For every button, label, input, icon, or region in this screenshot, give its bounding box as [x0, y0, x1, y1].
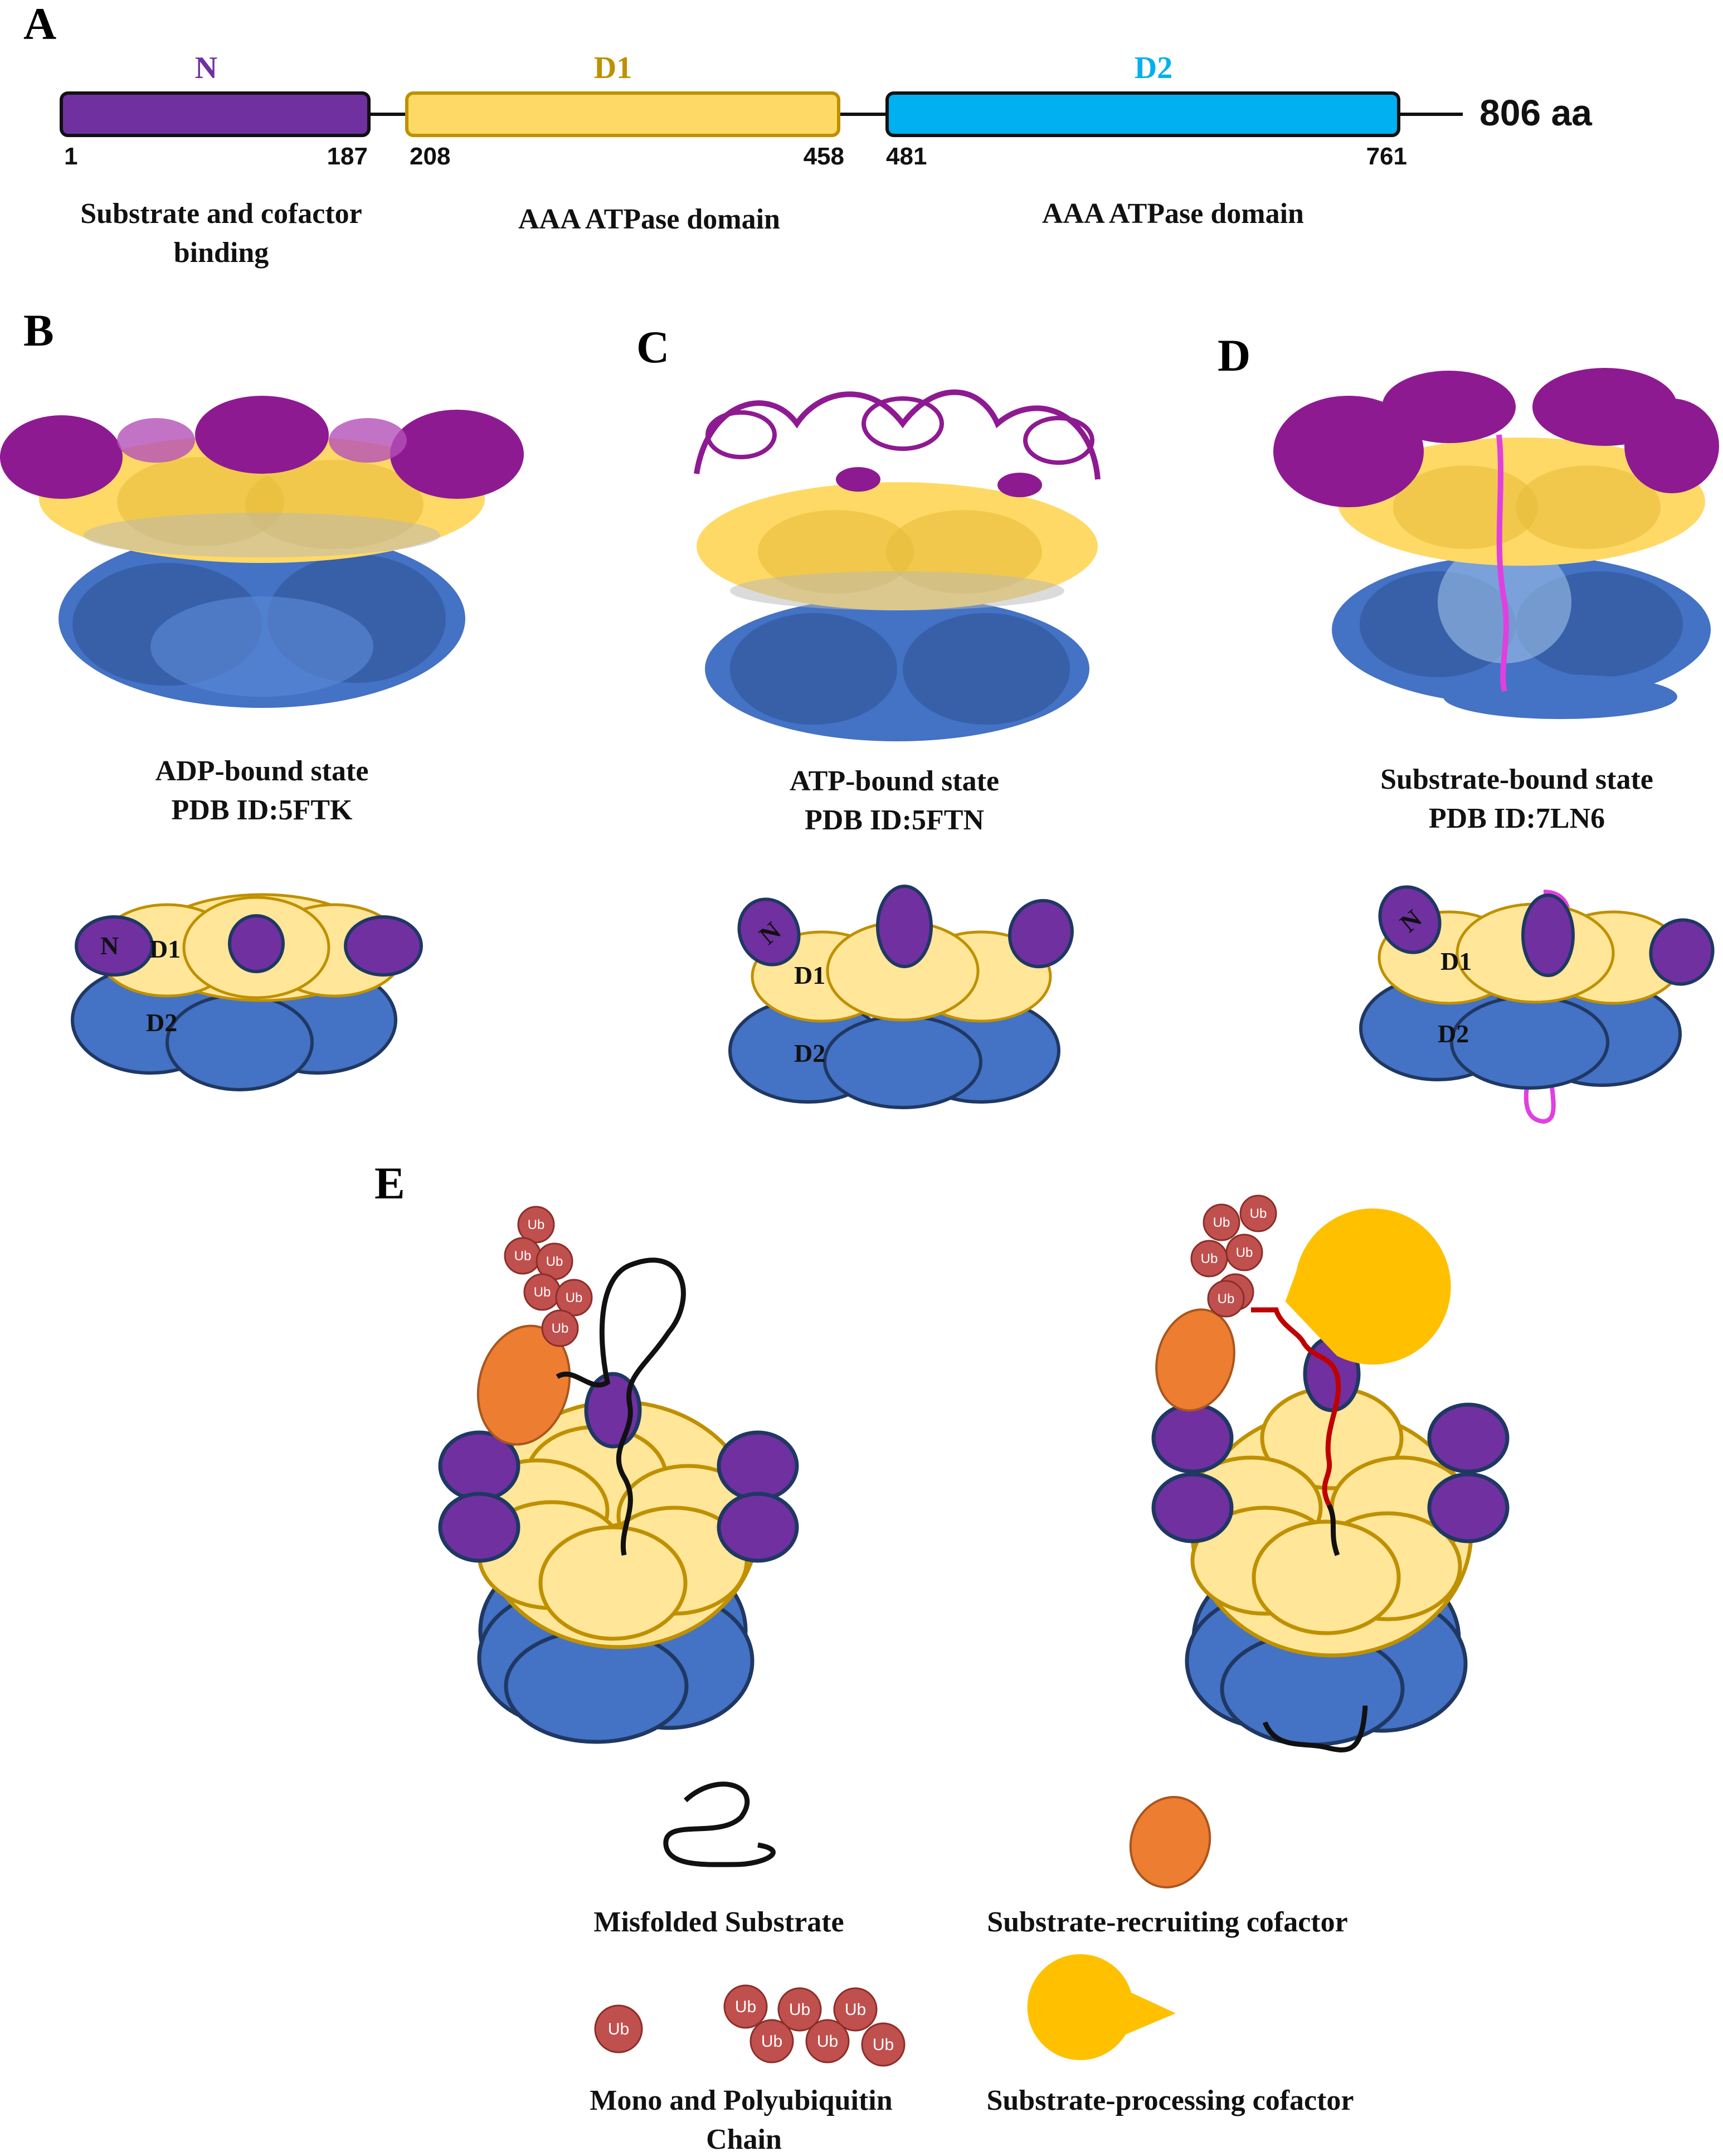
- structure-5ftk: [0, 396, 524, 708]
- d2-end: 761: [1366, 143, 1407, 170]
- ub-label: Ub: [789, 2000, 810, 2019]
- ub-label: Ub: [552, 1321, 569, 1336]
- ub-label: Ub: [1218, 1291, 1235, 1307]
- d1-domain-bar: [405, 91, 840, 137]
- panel-c-state: ATP-bound state: [790, 765, 999, 797]
- panel-b-state: ADP-bound state: [155, 755, 369, 787]
- model-substrate-processing: [1151, 1208, 1510, 1752]
- ubiquitin-chain-right: Ub Ub Ub Ub Ub: [1190, 1194, 1277, 1318]
- n-start: 1: [64, 143, 77, 170]
- model-substrate-recruitment: [438, 1257, 799, 1744]
- panel-d-d1-label: D1: [1440, 947, 1472, 975]
- processing-cofactor-icon: [1027, 1954, 1176, 2060]
- ub-label: Ub: [608, 2020, 629, 2038]
- panel-e-letter: E: [374, 1158, 405, 1208]
- ub-label: Ub: [845, 2000, 866, 2019]
- d2-description: AAA ATPase domain: [1042, 198, 1304, 230]
- legend-ubiquitin-label-line1: Mono and Polyubiquitin: [590, 2085, 892, 2116]
- legend-processing-label: Substrate-processing cofactor: [986, 2085, 1354, 2116]
- panel-c-pdb: PDB ID:5FTN: [805, 804, 984, 836]
- ub-label: Ub: [528, 1217, 545, 1232]
- cartoon-substrate-bound: [1359, 885, 1715, 1124]
- d1-start: 208: [410, 143, 450, 170]
- n-description-line1: Substrate and cofactor: [80, 198, 362, 230]
- panel-c-d2-label: D2: [794, 1039, 825, 1067]
- misfolded-substrate-icon: [663, 1781, 776, 1867]
- panel-c-d1-label: D1: [794, 961, 825, 989]
- ubiquitin-icon: [594, 1984, 906, 2067]
- ub-label: Ub: [1236, 1245, 1253, 1260]
- protein-length: 806 aa: [1479, 92, 1593, 133]
- d1-end: 458: [804, 143, 844, 170]
- legend-misfolded-label: Misfolded Substrate: [593, 1906, 844, 1938]
- panel-e: E Ub: [374, 1158, 1510, 2155]
- legend-recruiting-label: Substrate-recruiting cofactor: [987, 1906, 1347, 1938]
- ub-label: Ub: [1201, 1251, 1218, 1266]
- ub-label: Ub: [566, 1290, 583, 1305]
- ub-label: Ub: [534, 1285, 551, 1300]
- recruiting-cofactor-icon: [1129, 1796, 1211, 1888]
- cartoon-atp-bound: [728, 885, 1074, 1109]
- d2-domain-bar: [885, 91, 1400, 137]
- panel-b-n-label: N: [100, 931, 119, 960]
- structure-7ln6: [1273, 368, 1719, 719]
- panel-d: D Substrate-bound state PDB ID:7LN6: [1218, 330, 1719, 1124]
- n-end: 187: [327, 143, 368, 170]
- n-description-line2: binding: [174, 237, 269, 269]
- legend-ubiquitin-label-line2: Chain: [706, 2124, 782, 2155]
- ub-label: Ub: [1213, 1215, 1230, 1230]
- panel-d-d2-label: D2: [1438, 1019, 1469, 1048]
- d1-domain-label: D1: [594, 51, 632, 85]
- d1-description: AAA ATPase domain: [518, 203, 780, 235]
- panel-a: A N D1 D2 806 aa 1 187 208 458 481 761 S…: [23, 0, 1593, 269]
- ub-label: Ub: [546, 1254, 563, 1269]
- n-domain-label: N: [195, 51, 217, 85]
- structure-5ftn: [694, 389, 1101, 741]
- panel-d-state: Substrate-bound state: [1380, 764, 1653, 795]
- ubiquitin-chain-left: Ub Ub Ub Ub Ub Ub: [504, 1206, 593, 1347]
- panel-b-pdb: PDB ID:5FTK: [172, 794, 353, 826]
- ub-label: Ub: [817, 2032, 838, 2051]
- panel-c: C ATP-bound state PDB ID:5FTN: [636, 322, 1101, 1109]
- ub-label: Ub: [873, 2036, 894, 2054]
- panel-b-d1-label: D1: [149, 935, 181, 963]
- cartoon-adp-bound: [71, 893, 423, 1091]
- legend: Misfolded Substrate Substrate-recruiting…: [590, 1781, 1354, 2155]
- panel-b-d2-label: D2: [146, 1008, 177, 1037]
- panel-a-letter: A: [23, 0, 56, 49]
- n-domain-bar: [60, 91, 371, 137]
- panel-d-letter: D: [1218, 330, 1250, 381]
- d2-start: 481: [886, 143, 927, 170]
- ub-label: Ub: [514, 1249, 532, 1264]
- ub-label: Ub: [735, 1998, 756, 2016]
- panel-b-letter: B: [23, 305, 54, 356]
- panel-d-pdb: PDB ID:7LN6: [1429, 803, 1605, 834]
- panel-c-letter: C: [636, 322, 669, 372]
- d2-domain-label: D2: [1135, 51, 1172, 85]
- panel-b: B ADP-bound state PDB ID:5FTK: [0, 305, 524, 1091]
- ub-label: Ub: [761, 2032, 782, 2051]
- ub-label: Ub: [1250, 1206, 1267, 1221]
